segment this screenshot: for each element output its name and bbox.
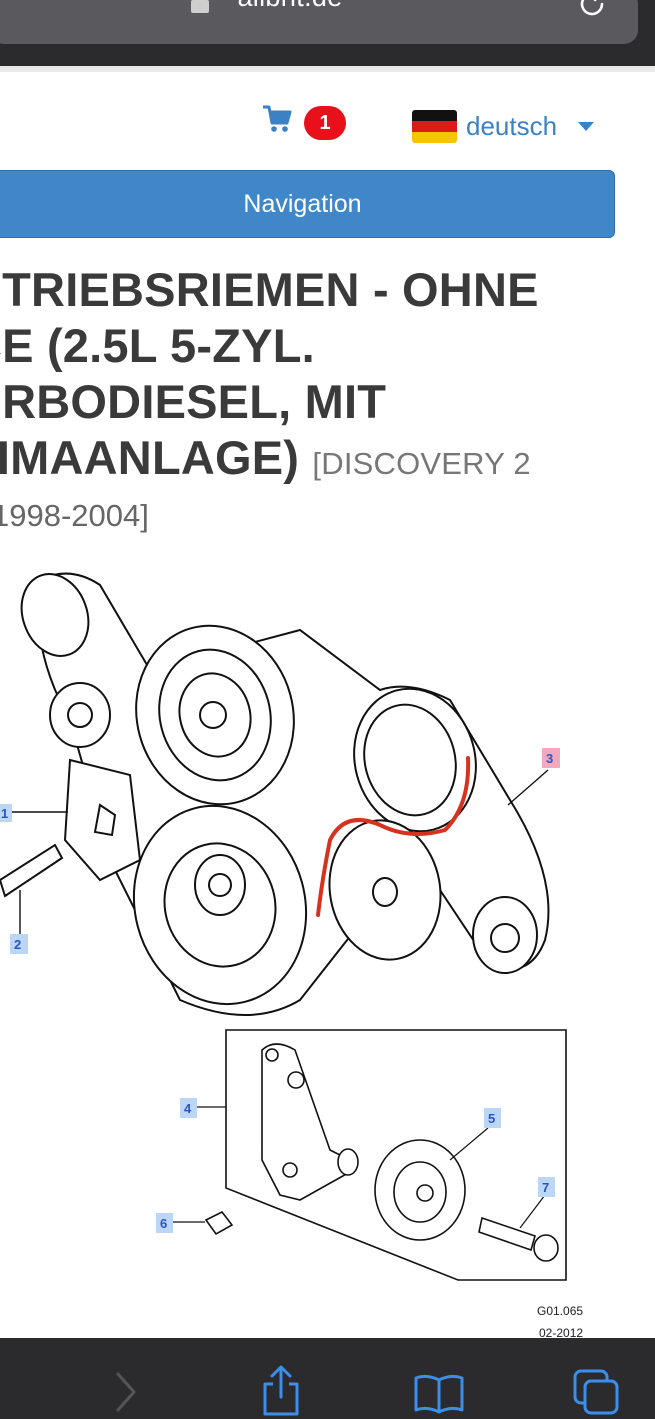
language-selector[interactable]: deutsch <box>466 111 558 141</box>
chevron-right-icon[interactable] <box>112 1368 140 1416</box>
title-line: URBODIESEL, MIT <box>0 375 387 428</box>
bar-divider <box>0 66 655 72</box>
title-years: ​1998-2004] <box>0 498 149 533</box>
navigation-button[interactable]: Navigation <box>0 170 615 238</box>
browser-toolbar <box>0 1338 655 1419</box>
parts-diagram: 1 2 3 4 5 6 7 <box>0 572 567 1281</box>
callout-5: 5 <box>488 1111 495 1126</box>
lock-icon <box>191 0 209 13</box>
callout-2: 2 <box>14 937 21 952</box>
share-icon[interactable] <box>260 1364 302 1418</box>
browser-top-bar: allbrit.de <box>0 0 655 66</box>
address-bar[interactable]: allbrit.de <box>0 0 638 44</box>
reload-icon[interactable] <box>576 0 608 20</box>
chevron-down-icon[interactable] <box>578 122 594 131</box>
title-line: LIMAANLAGE) <box>0 431 300 484</box>
bookmarks-icon[interactable] <box>413 1372 465 1416</box>
tabs-icon[interactable] <box>572 1368 622 1418</box>
cart-icon[interactable] <box>262 104 292 134</box>
callout-1: 1 <box>1 806 8 821</box>
callout-4: 4 <box>184 1101 192 1116</box>
callout-6: 6 <box>160 1216 167 1231</box>
title-line: CE (2.5L 5-ZYL. <box>0 319 315 372</box>
callout-7: 7 <box>542 1180 549 1195</box>
diagram-code: G01.065 <box>537 1304 584 1318</box>
page-title: NTRIEBSRIEMEN - OHNE CE (2.5L 5-ZYL. URB… <box>0 262 648 492</box>
title-line: NTRIEBSRIEMEN - OHNE <box>0 263 539 316</box>
title-vehicle: [DISCOVERY 2 <box>312 446 531 481</box>
callout-3: 3 <box>546 751 553 766</box>
cart-count-badge[interactable]: 1 <box>304 106 346 140</box>
flag-de-icon[interactable] <box>412 110 457 143</box>
diagram-date: 02-2012 <box>539 1326 584 1340</box>
url-text: allbrit.de <box>0 0 590 13</box>
